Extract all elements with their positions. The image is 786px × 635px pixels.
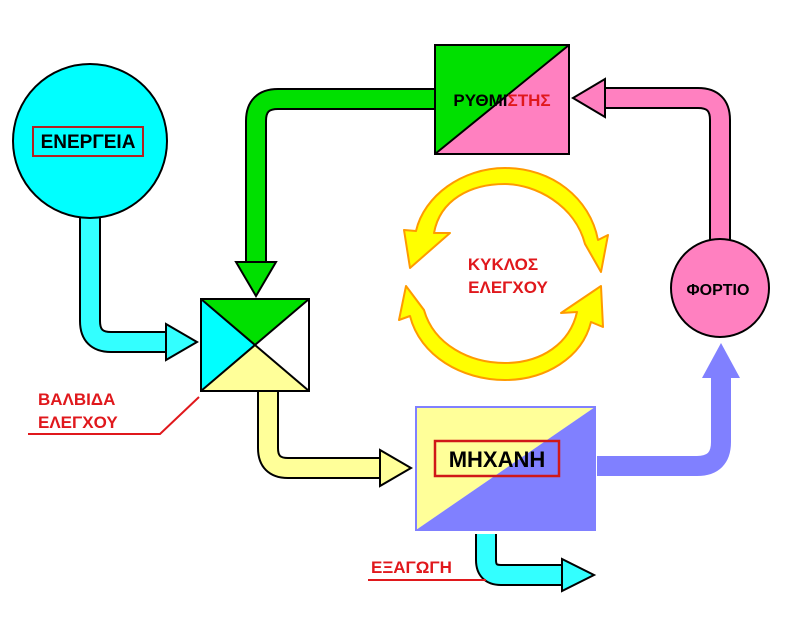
- cycle-label-line1: ΚΥΚΛΟΣ: [468, 255, 538, 274]
- green-feedback-pipe: [234, 88, 434, 298]
- output-label-text: ΕΞΑΓΩΓΗ: [371, 558, 452, 577]
- output-label: ΕΞΑΓΩΓΗ: [368, 558, 486, 581]
- green-arrowhead: [234, 261, 278, 298]
- energy-label-box: [32, 126, 144, 157]
- regulator-label-part1: ΡΥΘΜΙ: [453, 91, 507, 110]
- valve-leader-line: [28, 396, 200, 435]
- valve-label: ΒΑΛΒΙΔΑ ΕΛΕΓΧΟΥ: [28, 390, 200, 435]
- cycle-arrow-upper: [403, 167, 609, 273]
- yellow-arrowhead: [379, 448, 413, 488]
- regulator-label-part2: ΣΤΗΣ: [508, 91, 551, 110]
- output-arrowhead: [561, 557, 597, 593]
- pink-feedback-pipe: [571, 77, 731, 248]
- control-cycle-arrows: ΚΥΚΛΟΣ ΕΛΕΓΧΟΥ: [398, 167, 609, 381]
- cyan-arrowhead: [165, 322, 199, 362]
- load-label: ΦΟΡΤΙΟ: [687, 282, 750, 299]
- engine-label-box: [433, 439, 561, 478]
- regulator-label: ΡΥΘΜΙΣΤΗΣ: [453, 91, 550, 110]
- energy-supply-pipe: [79, 200, 199, 362]
- pink-arrowhead: [571, 77, 606, 119]
- engine-label: ΜΗΧΑΝΗ: [449, 447, 546, 472]
- engine-node: ΜΗΧΑΝΗ: [415, 406, 596, 531]
- energy-node: ΕΝΕΡΓΕΙΑ: [12, 63, 168, 219]
- valve-label-line2: ΕΛΕΓΧΟΥ: [38, 413, 118, 432]
- cycle-label-line2: ΕΛΕΓΧΟΥ: [468, 278, 548, 297]
- load-node: ΦΟΡΤΙΟ: [670, 238, 770, 338]
- output-pipe: [475, 534, 597, 593]
- valve-label-line1: ΒΑΛΒΙΔΑ: [38, 390, 115, 409]
- engine-to-load-pipe: [597, 343, 740, 476]
- valve-to-engine-pipe: [257, 390, 413, 488]
- energy-label: ΕΝΕΡΓΕΙΑ: [41, 132, 136, 153]
- control-valve-node: [200, 298, 310, 392]
- blue-arrowhead: [702, 343, 740, 378]
- cycle-arrow-lower: [398, 285, 604, 381]
- regulator-node: ΡΥΘΜΙΣΤΗΣ: [434, 44, 570, 155]
